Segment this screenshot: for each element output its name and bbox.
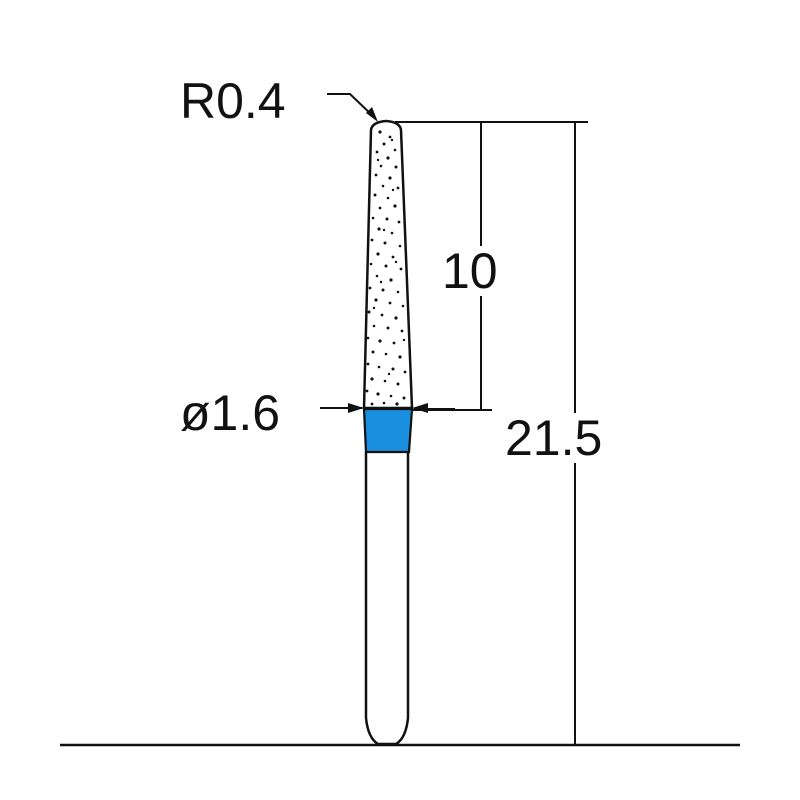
diameter-arrows xyxy=(320,403,455,413)
head-length-label: 10 xyxy=(440,243,500,299)
radius-leader xyxy=(327,93,378,122)
shank xyxy=(364,452,410,746)
grit-texture xyxy=(365,130,407,406)
arrow-left-icon xyxy=(412,403,428,413)
arrow-down-right-icon xyxy=(366,107,378,122)
tip-radius-label: R0.4 xyxy=(180,73,286,129)
head-diameter-label: ø1.6 xyxy=(180,385,281,441)
color-band xyxy=(362,407,414,454)
total-length-label: 21.5 xyxy=(503,410,605,466)
diamond-head xyxy=(362,119,414,410)
arrow-right-icon xyxy=(348,403,364,413)
